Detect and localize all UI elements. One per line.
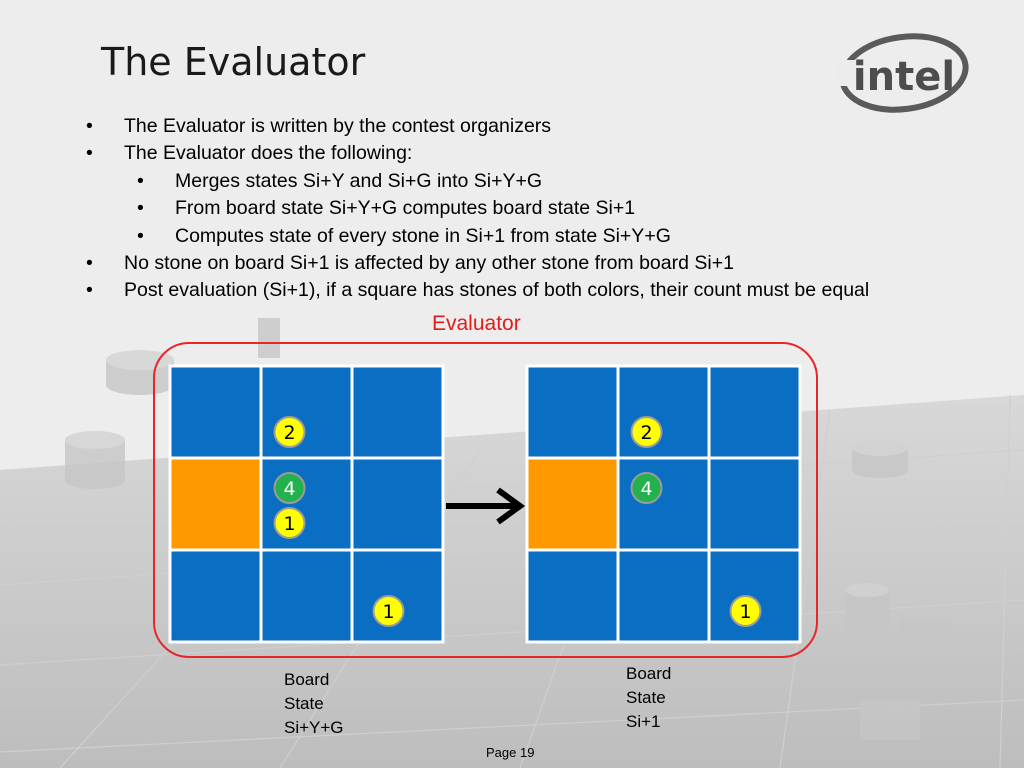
bullet-marker: • bbox=[137, 197, 144, 220]
bullet-marker: • bbox=[86, 279, 93, 302]
intel-logo-wordmark: intel bbox=[853, 54, 955, 100]
sub-bullet-item: • From board state Si+Y+G computes board… bbox=[84, 195, 1014, 222]
bullet-marker: • bbox=[86, 252, 93, 275]
board-cell bbox=[168, 456, 263, 552]
sub-bullet-item: • Merges states Si+Y and Si+G into Si+Y+… bbox=[84, 168, 1014, 195]
stone-count-label: 2 bbox=[283, 422, 295, 444]
bullet-item: • The Evaluator does the following: bbox=[84, 140, 1014, 167]
board-cell bbox=[707, 456, 802, 552]
bullet-marker: • bbox=[137, 224, 144, 247]
board-cell bbox=[350, 456, 445, 552]
page-number: Page 19 bbox=[486, 745, 535, 760]
green-stone bbox=[630, 472, 663, 504]
yellow-stone bbox=[729, 595, 762, 627]
board-cell bbox=[525, 364, 620, 460]
board-cell bbox=[168, 548, 263, 644]
bullet-marker: • bbox=[137, 169, 144, 192]
yellow-stone bbox=[372, 595, 405, 627]
bullet-item: • No stone on board Si+1 is affected by … bbox=[84, 250, 1014, 277]
caption-line: Si+Y+G bbox=[284, 718, 344, 737]
caption-line: Si+1 bbox=[626, 712, 661, 731]
slide-title: The Evaluator bbox=[101, 40, 366, 84]
yellow-stone bbox=[273, 507, 306, 539]
bullet-text: Computes state of every stone in Si+1 fr… bbox=[175, 224, 671, 247]
board-cell bbox=[616, 548, 711, 644]
board-cell bbox=[707, 548, 802, 644]
bullet-marker: • bbox=[86, 142, 93, 165]
bullet-text: The Evaluator is written by the contest … bbox=[124, 115, 552, 137]
stone-count-label: 4 bbox=[640, 478, 652, 500]
arrow-icon bbox=[446, 487, 526, 525]
bullet-text: Post evaluation (Si+1), if a square has … bbox=[124, 279, 870, 302]
bullet-text: The Evaluator does the following: bbox=[124, 142, 413, 165]
yellow-stone bbox=[630, 416, 663, 448]
caption-line: State bbox=[284, 694, 324, 713]
bullet-text: No stone on board Si+1 is affected by an… bbox=[124, 252, 734, 275]
stone-count-label: 2 bbox=[640, 422, 652, 444]
stone-count-label: 1 bbox=[739, 601, 751, 623]
intel-logo: intel bbox=[836, 33, 969, 113]
board-cell bbox=[259, 364, 354, 460]
board-cell bbox=[525, 548, 620, 644]
yellow-stone bbox=[273, 416, 306, 448]
bullet-item: • Post evaluation (Si+1), if a square ha… bbox=[84, 277, 1014, 304]
board-cell bbox=[259, 456, 354, 552]
right-board: 2 4 1 bbox=[525, 364, 802, 644]
sub-bullet-item: • Computes state of every stone in Si+1 … bbox=[84, 223, 1014, 250]
board-cell bbox=[350, 364, 445, 460]
board-cell bbox=[616, 364, 711, 460]
stone-count-label: 4 bbox=[283, 478, 295, 500]
left-board: 2 4 1 1 bbox=[168, 364, 445, 644]
bullet-text: Merges states Si+Y and Si+G into Si+Y+G bbox=[175, 169, 543, 192]
left-board-caption: Board State Si+Y+G bbox=[284, 668, 344, 740]
board-cell bbox=[616, 456, 711, 552]
caption-line: Board bbox=[284, 670, 330, 689]
board-cell bbox=[525, 456, 620, 552]
evaluator-frame bbox=[153, 342, 818, 658]
bullet-list: • The Evaluator is written by the contes… bbox=[84, 113, 1014, 305]
bullet-marker: • bbox=[86, 115, 93, 137]
stone-count-label: 1 bbox=[283, 513, 295, 535]
board-cell bbox=[707, 364, 802, 460]
board-cell bbox=[168, 364, 263, 460]
bullet-text: From board state Si+Y+G computes board s… bbox=[175, 197, 636, 220]
right-board-caption: Board State Si+1 bbox=[626, 662, 671, 734]
board-cell bbox=[350, 548, 445, 644]
stone-count-label: 1 bbox=[382, 601, 394, 623]
caption-line: State bbox=[626, 688, 666, 707]
bullet-item: • The Evaluator is written by the contes… bbox=[84, 113, 1014, 140]
green-stone bbox=[273, 472, 306, 504]
evaluator-label: Evaluator bbox=[432, 312, 521, 335]
caption-line: Board bbox=[626, 664, 672, 683]
board-cell bbox=[259, 548, 354, 644]
